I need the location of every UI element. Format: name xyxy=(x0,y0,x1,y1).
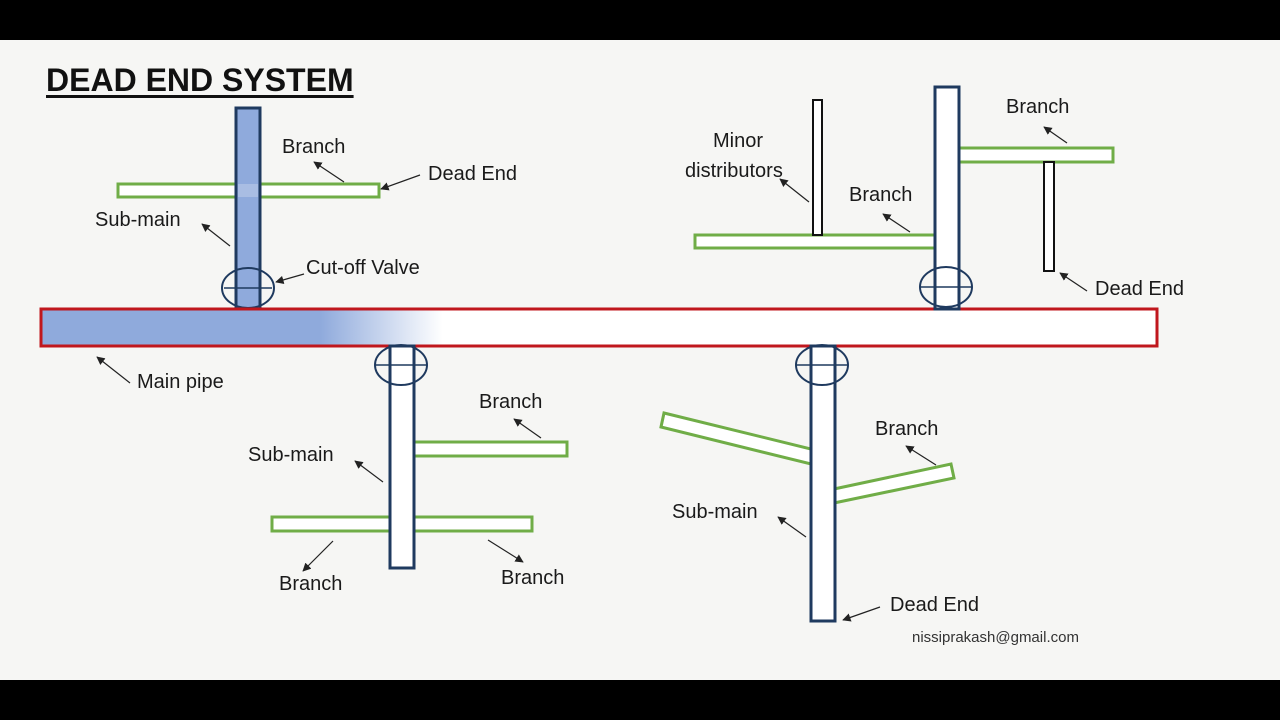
cut-off-valve xyxy=(919,266,973,308)
branch-pipe xyxy=(659,411,813,466)
branch-pipe xyxy=(956,146,1115,164)
cut-off-valve xyxy=(795,344,849,386)
letterbox-bottom xyxy=(0,680,1280,720)
sub-main-pipe xyxy=(809,344,837,623)
main-pipe xyxy=(39,307,1159,348)
branch-pipe xyxy=(412,440,569,458)
pipe-junction xyxy=(392,519,412,529)
pipe-junction xyxy=(238,184,258,197)
branch-pipe xyxy=(693,233,937,250)
sub-main-pipe xyxy=(933,85,961,311)
label-minor-distributors: Minor xyxy=(713,130,763,152)
sub-main-pipe xyxy=(234,106,262,311)
label-branch: Branch xyxy=(849,184,912,206)
label-cut-off-valve: Cut-off Valve xyxy=(306,257,420,279)
label-dead-end: Dead End xyxy=(890,594,979,616)
label-branch: Branch xyxy=(875,418,938,440)
label-dead-end: Dead End xyxy=(428,163,517,185)
label-sub-main: Sub-main xyxy=(672,501,758,523)
credit-email: nissiprakash@gmail.com xyxy=(912,629,1079,646)
branch-pipe xyxy=(832,462,956,505)
label-branch: Branch xyxy=(282,136,345,158)
label-branch: Branch xyxy=(1006,96,1069,118)
sub-main-pipe xyxy=(388,344,416,570)
cut-off-valve xyxy=(374,344,428,386)
label-minor-distributors-2: distributors xyxy=(685,160,783,182)
minor-distributor xyxy=(1043,161,1055,272)
label-main-pipe: Main pipe xyxy=(137,371,224,393)
label-sub-main: Sub-main xyxy=(95,209,181,231)
label-branch: Branch xyxy=(279,573,342,595)
label-dead-end: Dead End xyxy=(1095,278,1184,300)
label-branch: Branch xyxy=(501,567,564,589)
letterbox-top xyxy=(0,0,1280,40)
page-title: DEAD END SYSTEM xyxy=(46,62,354,98)
minor-distributor xyxy=(812,99,823,236)
label-sub-main: Sub-main xyxy=(248,444,334,466)
leader-arrows xyxy=(96,126,1088,622)
label-branch: Branch xyxy=(479,391,542,413)
